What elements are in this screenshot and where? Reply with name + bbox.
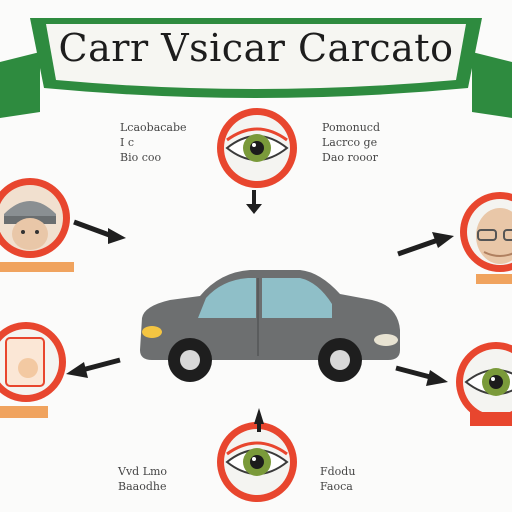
arrow-bottom (254, 408, 264, 432)
arrow-top (246, 190, 262, 214)
person-glasses-icon (460, 192, 512, 272)
left-top-label-bar (0, 262, 74, 272)
car-icon (140, 270, 400, 382)
caption-top-right: Pomonucd Lacrco ge Dao rooor (322, 121, 381, 164)
banner-ribbon-inner (46, 24, 466, 89)
caption-top-left: Lcaobacabe I c Bio coo (120, 121, 187, 164)
arrow-left-top (73, 219, 126, 244)
arrow-right-mid (395, 365, 448, 386)
arrow-right-top (397, 232, 454, 257)
caption-bottom-left: Vvd Lmo Baaodhe (118, 465, 168, 493)
banner-title: Carr Vsicar Carcato (58, 26, 454, 70)
banner-right-tail (472, 52, 512, 118)
right-bottom-label-bar (470, 412, 512, 426)
document-icon (0, 322, 66, 402)
eye-icon-right (456, 342, 512, 422)
left-mid-label-bar (0, 406, 48, 418)
caption-bottom-right: Fdodu Faoca (320, 465, 356, 493)
arrow-left-mid (66, 357, 121, 378)
right-top-label-bar (476, 274, 512, 284)
banner-left-tail (0, 52, 40, 118)
person-helmet-icon (0, 178, 70, 258)
eye-icon-top (217, 108, 297, 188)
eye-icon-bottom (217, 422, 297, 502)
